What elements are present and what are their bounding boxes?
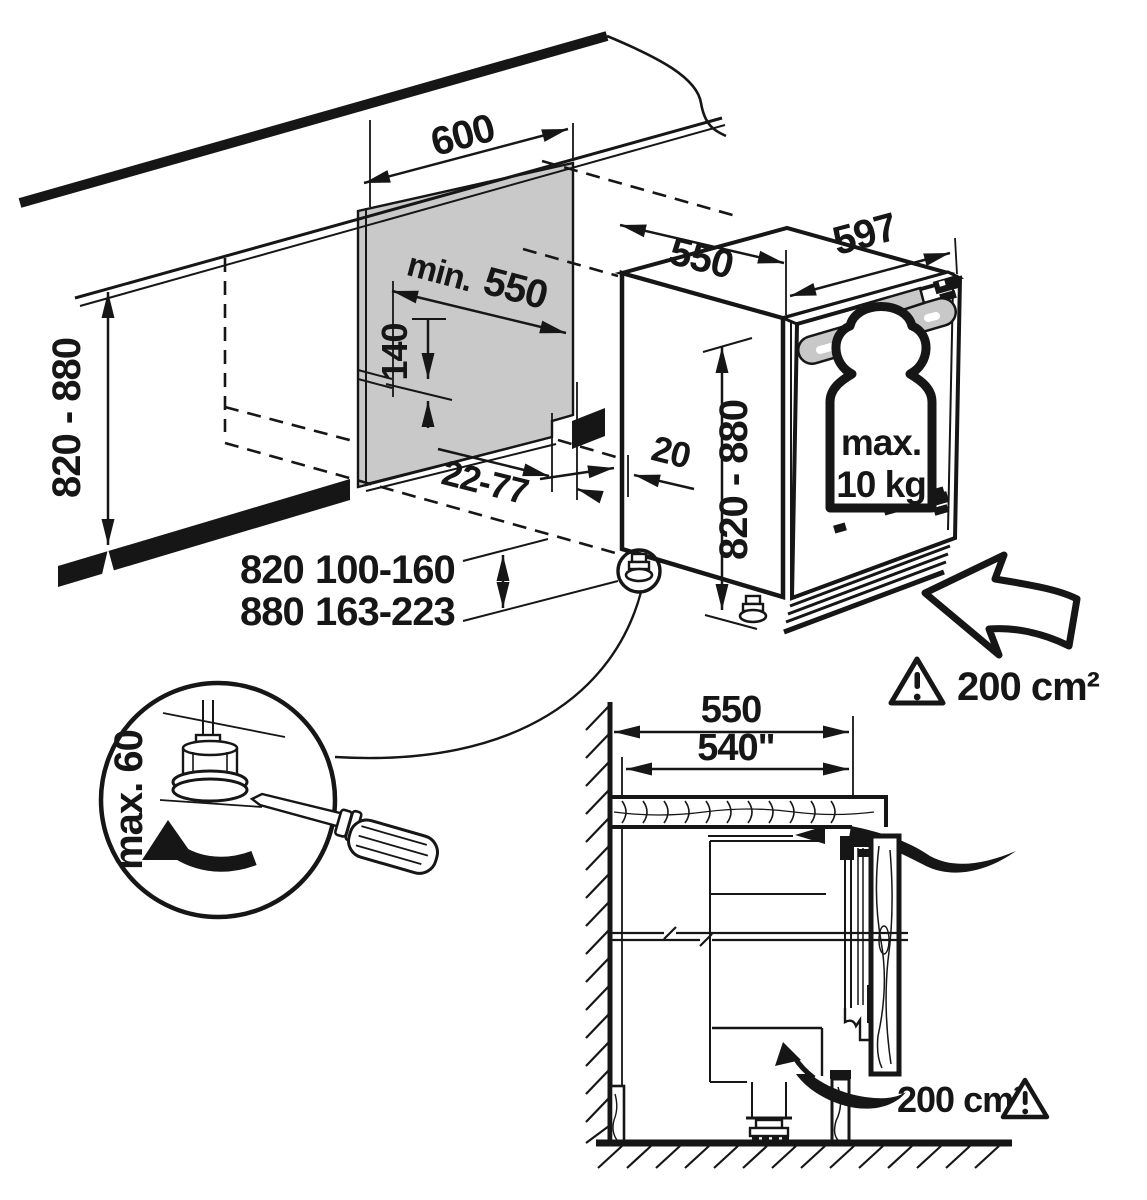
furniture-door-panel [868,833,902,1077]
leveling-foot-section-icon [746,1116,792,1143]
detail-leader-line [334,591,643,760]
ventilation-note-upper: 200 cm² [888,656,1101,709]
weight-max-label: max. [841,422,921,463]
wall-hatching [585,705,610,1144]
niche-rear-step-label: 140 [374,323,415,380]
appliance-isometric-view: max. 10 kg 550 597 820 - 880 20 [539,205,1081,659]
niche-height-label: 820 - 880 [45,338,89,498]
foot-adjustment-label: max. 60 [107,730,151,870]
screwdriver-icon [249,792,439,875]
cs-clear-depth-label: 540" [697,727,774,769]
foot-adjustment-detail: max. 60 [98,680,439,920]
plinth-height-table: 820 100-160 880 163-223 [240,538,619,634]
plinth-band [58,479,350,587]
plinth-panel-section [830,1070,851,1145]
door-clip-icon [833,522,847,534]
niche-rear-gap-label: 22-77 [438,451,532,512]
worktop-section [610,795,888,829]
leveling-foot-icon [624,552,654,583]
table-row2-niche-height: 880 [240,590,304,634]
table-row1-niche-height: 820 [240,548,304,592]
airflow-arrow-bottom [775,1042,906,1109]
rear-spacer-block [572,408,605,449]
push-direction-arrow-icon [921,551,1081,659]
appliance-side-face [619,270,786,601]
ventilation-upper-label: 200 cm² [957,665,1100,709]
counter-break-line [606,34,727,138]
table-row1-plinth-range: 100-160 [315,548,455,592]
foot-detail-callout-circle [616,548,662,594]
niche-width-label: 600 [426,106,499,165]
installation-cross-section: 550 540" [585,689,1050,1169]
appliance-height-label: 820 - 880 [712,400,756,560]
rotation-arrow-icon [142,820,257,872]
warning-triangle-icon [888,656,946,706]
weight-icon: max. 10 kg [825,302,937,513]
weight-value-label: 10 kg [836,464,926,505]
wall-counter-edge [18,31,609,208]
leveling-foot-large-icon [171,700,249,803]
warning-triangle-icon [1000,1077,1050,1120]
wall-baseboard-section [609,1084,626,1145]
leveling-foot-icon [738,594,768,624]
floor-hatching [597,1145,1000,1169]
cs-recess-depth-label: 550 [701,689,761,731]
table-row2-plinth-range: 163-223 [315,590,455,634]
